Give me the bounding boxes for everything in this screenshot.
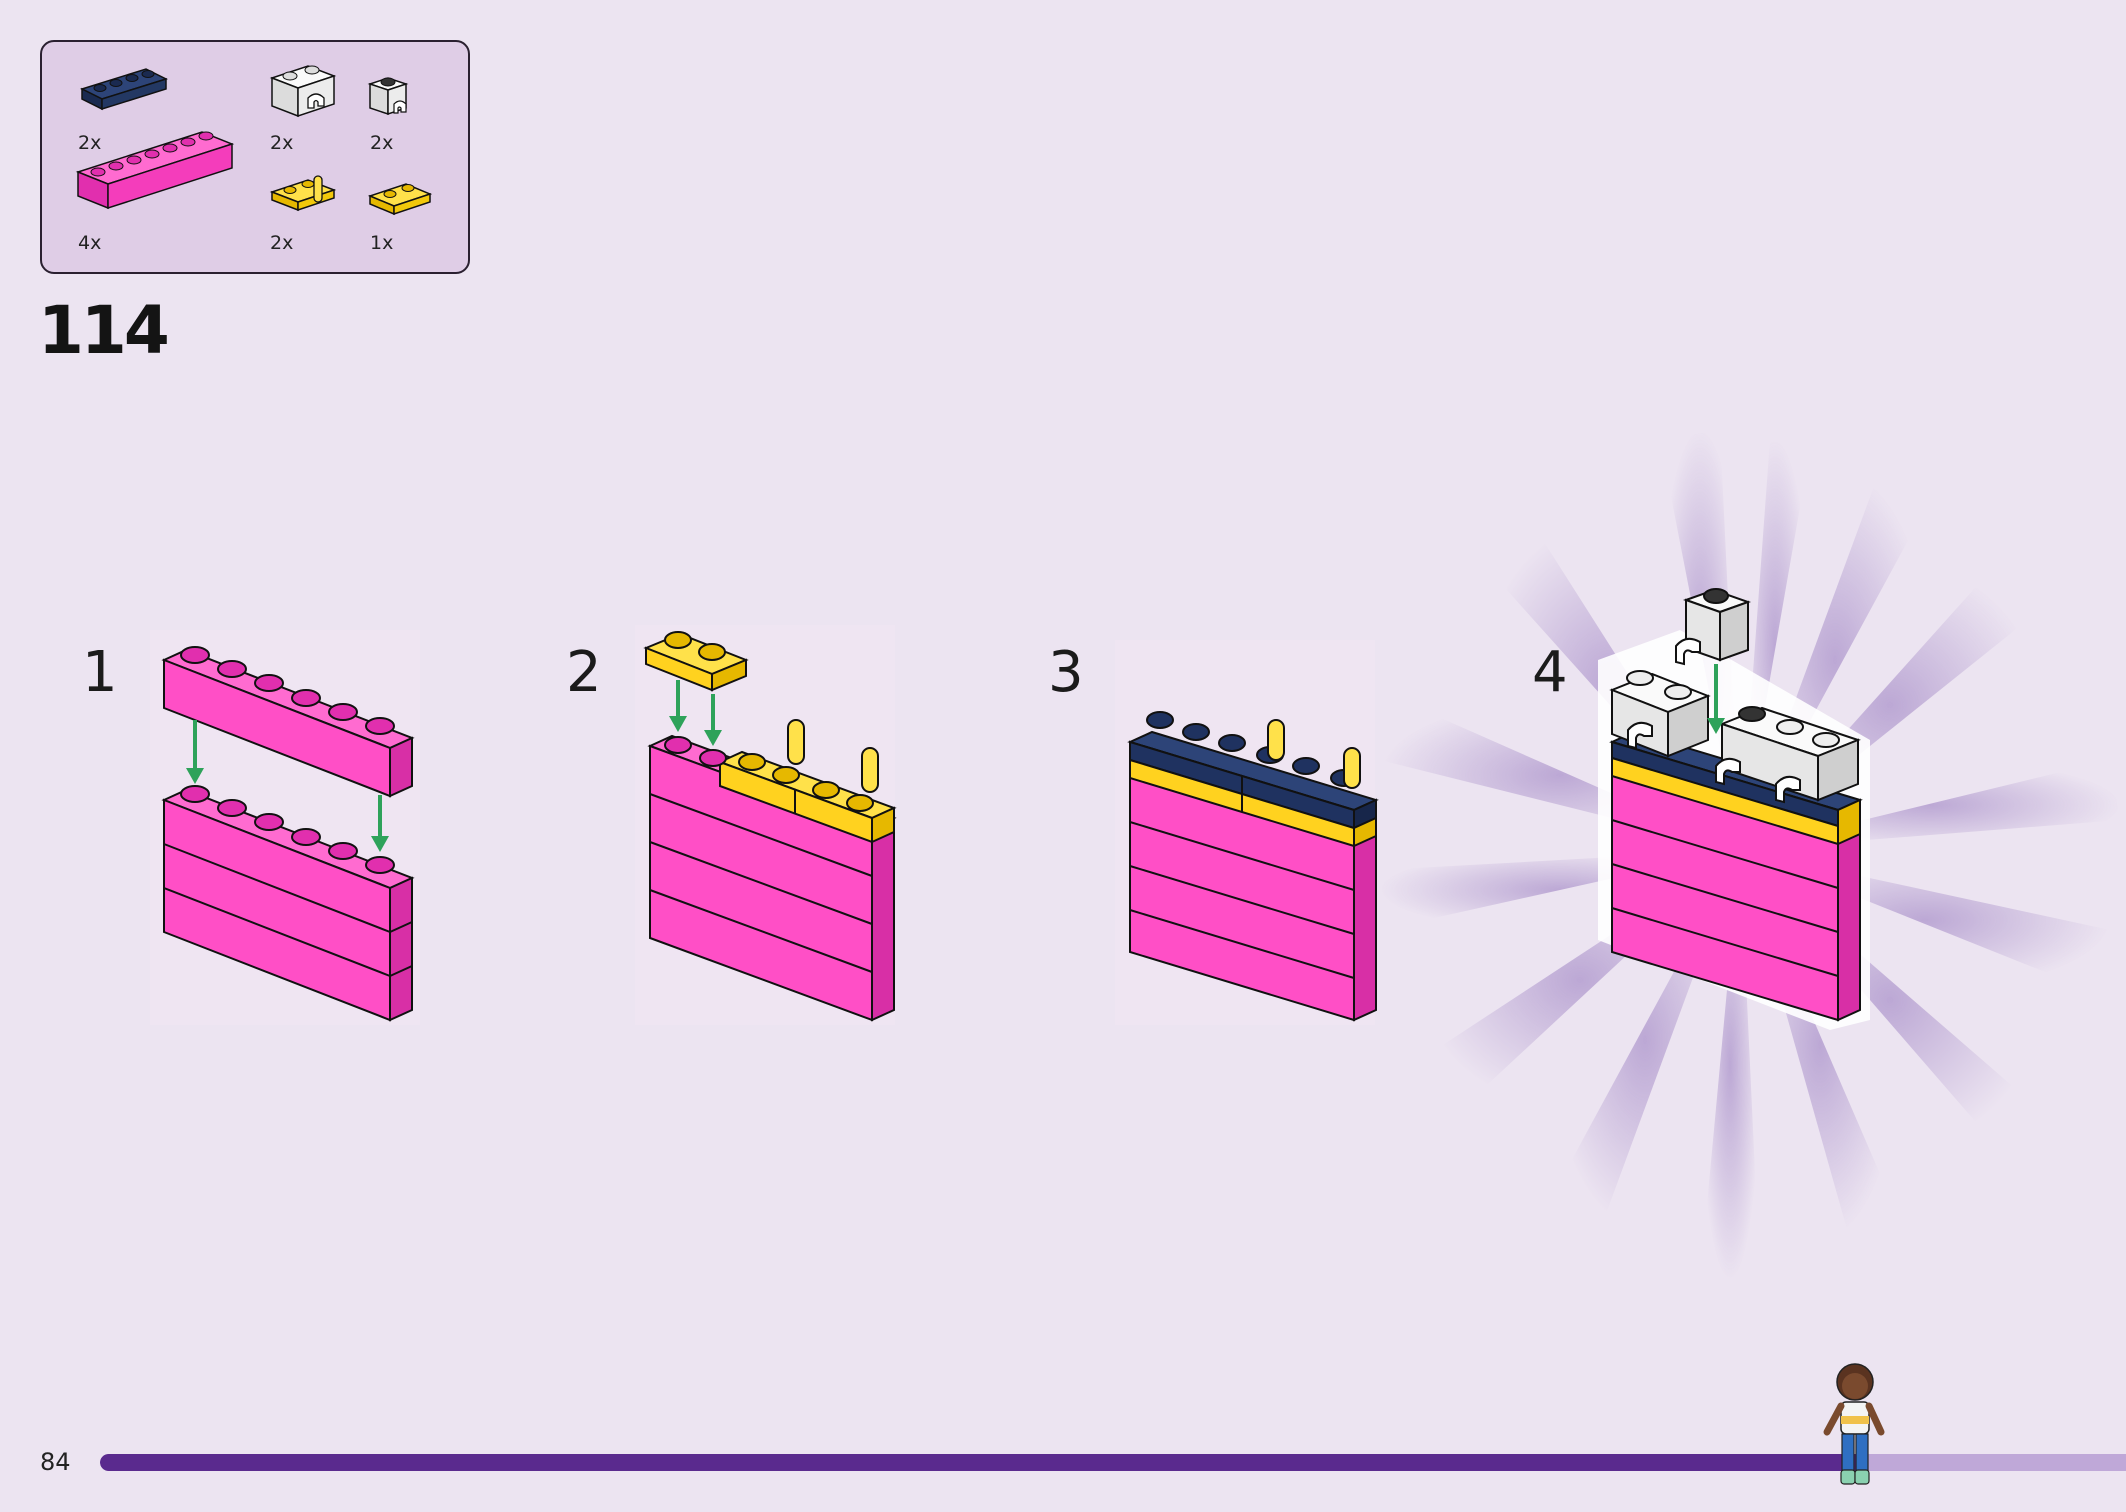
yellow-plate-part-icon xyxy=(367,183,433,216)
step1-model xyxy=(161,646,415,1022)
yellow-bar-plate-part-icon xyxy=(269,175,337,212)
substep-2-number: 2 xyxy=(566,640,602,705)
pink-brick-qty: 4x xyxy=(78,232,102,254)
substep-4-number: 4 xyxy=(1532,640,1568,705)
progress-bar xyxy=(100,1454,2126,1471)
substep-3-number: 3 xyxy=(1048,640,1084,705)
minifigure-icon xyxy=(1823,1363,1885,1485)
white-clip-brick-qty: 2x xyxy=(270,132,294,154)
step1-arrows xyxy=(186,720,389,852)
step-number: 114 xyxy=(38,292,170,369)
white-round-clip-qty: 2x xyxy=(370,132,394,154)
step3-model xyxy=(1127,711,1379,1022)
page-number: 84 xyxy=(40,1448,71,1476)
yellow-bar-plate-qty: 2x xyxy=(270,232,294,254)
yellow-plate-qty: 1x xyxy=(370,232,394,254)
navy-plate-qty: 2x xyxy=(78,132,102,154)
pink-brick-part-icon xyxy=(75,131,235,210)
step2-arrows xyxy=(669,680,722,746)
white-clip-brick-part-icon xyxy=(269,65,337,118)
parts-list-box: 2x 4x 2x 2x 2x xyxy=(40,40,470,274)
step4-arrow xyxy=(1707,664,1725,734)
white-round-clip-part-icon xyxy=(367,77,409,116)
progress-bar-fill xyxy=(100,1454,1863,1471)
step4-model xyxy=(1598,588,1870,1030)
step2-model xyxy=(643,631,897,1022)
substep-1-number: 1 xyxy=(82,640,118,705)
navy-plate-part-icon xyxy=(80,68,168,111)
